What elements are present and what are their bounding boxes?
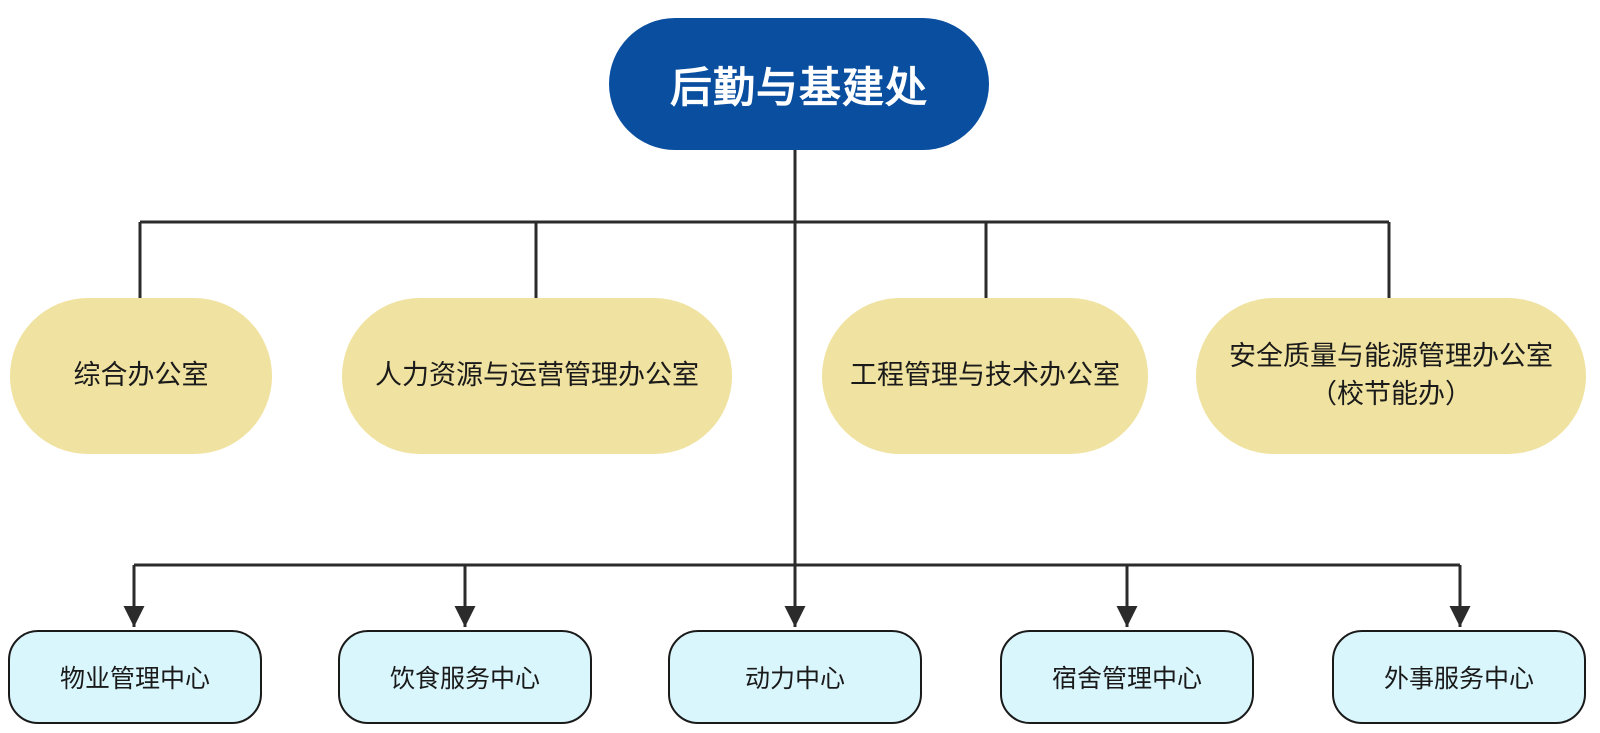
center-node-power: 动力中心 <box>668 630 922 724</box>
center-label: 动力中心 <box>744 664 845 693</box>
center-label: 外事服务中心 <box>1383 664 1534 693</box>
center-label: 饮食服务中心 <box>389 664 540 693</box>
office-node-hr-operations: 人力资源与运营管理办公室 <box>342 298 732 454</box>
center-label: 物业管理中心 <box>59 664 210 693</box>
office-label: 综合办公室 <box>73 360 209 391</box>
center-node-foreign-affairs: 外事服务中心 <box>1332 630 1586 724</box>
office-node-engineering: 工程管理与技术办公室 <box>822 298 1148 454</box>
office-node-safety-energy: 安全质量与能源管理办公室 （校节能办） <box>1196 298 1586 454</box>
office-label: 工程管理与技术办公室 <box>850 360 1120 391</box>
center-node-catering: 饮食服务中心 <box>338 630 592 724</box>
root-label: 后勤与基建处 <box>669 62 928 112</box>
office-label: 安全质量与能源管理办公室 <box>1229 341 1553 372</box>
center-label: 宿舍管理中心 <box>1051 664 1202 693</box>
office-label: 人力资源与运营管理办公室 <box>375 360 699 391</box>
center-node-dormitory: 宿舍管理中心 <box>1000 630 1254 724</box>
center-node-property: 物业管理中心 <box>8 630 262 724</box>
office-node-general: 综合办公室 <box>10 298 272 454</box>
office-sub-label: （校节能办） <box>1310 379 1472 410</box>
root-node: 后勤与基建处 <box>609 18 989 150</box>
